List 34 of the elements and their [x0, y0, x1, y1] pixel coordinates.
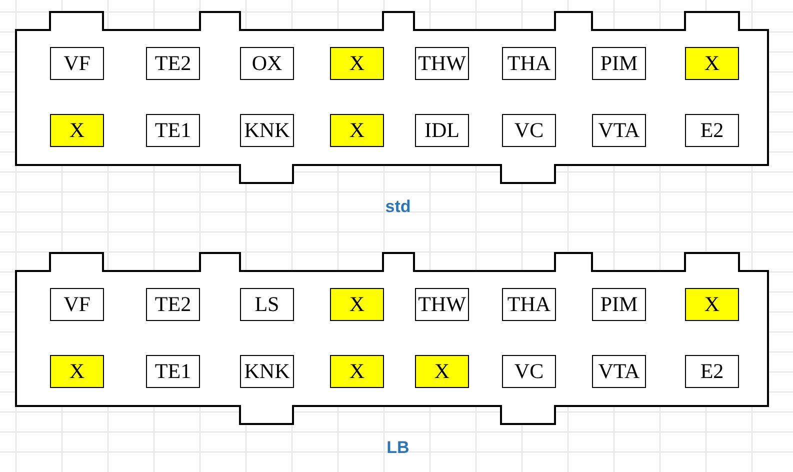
pin-label: X	[330, 355, 384, 388]
pin-label: KNK	[240, 114, 294, 147]
pin-label: VF	[50, 47, 104, 80]
pin-label: TE1	[146, 114, 200, 147]
pin-label: THA	[502, 288, 556, 321]
pin-label: X	[50, 114, 104, 147]
pin-label: X	[50, 355, 104, 388]
pin-label: LS	[240, 288, 294, 321]
pin-label: THW	[415, 47, 469, 80]
pin-label: X	[415, 355, 469, 388]
pin-label: E2	[685, 114, 739, 147]
pin-label: THW	[415, 288, 469, 321]
pin-label: TE2	[146, 47, 200, 80]
pin-label: E2	[685, 355, 739, 388]
pin-label: PIM	[592, 47, 646, 80]
pin-label: X	[685, 47, 739, 80]
pin-label: X	[330, 47, 384, 80]
pin-label: PIM	[592, 288, 646, 321]
pin-label: THA	[502, 47, 556, 80]
pin-label: VF	[50, 288, 104, 321]
pin-label: OX	[240, 47, 294, 80]
pin-label: TE2	[146, 288, 200, 321]
pin-label: VC	[502, 114, 556, 147]
pin-label: VTA	[592, 355, 646, 388]
pin-label: X	[685, 288, 739, 321]
pin-label: VC	[502, 355, 556, 388]
connector-caption: std	[385, 197, 411, 217]
pin-label: IDL	[415, 114, 469, 147]
pin-label: X	[330, 288, 384, 321]
pin-label: VTA	[592, 114, 646, 147]
pin-label: X	[330, 114, 384, 147]
connector-caption: LB	[386, 438, 410, 458]
pin-label: KNK	[240, 355, 294, 388]
pin-label: TE1	[146, 355, 200, 388]
